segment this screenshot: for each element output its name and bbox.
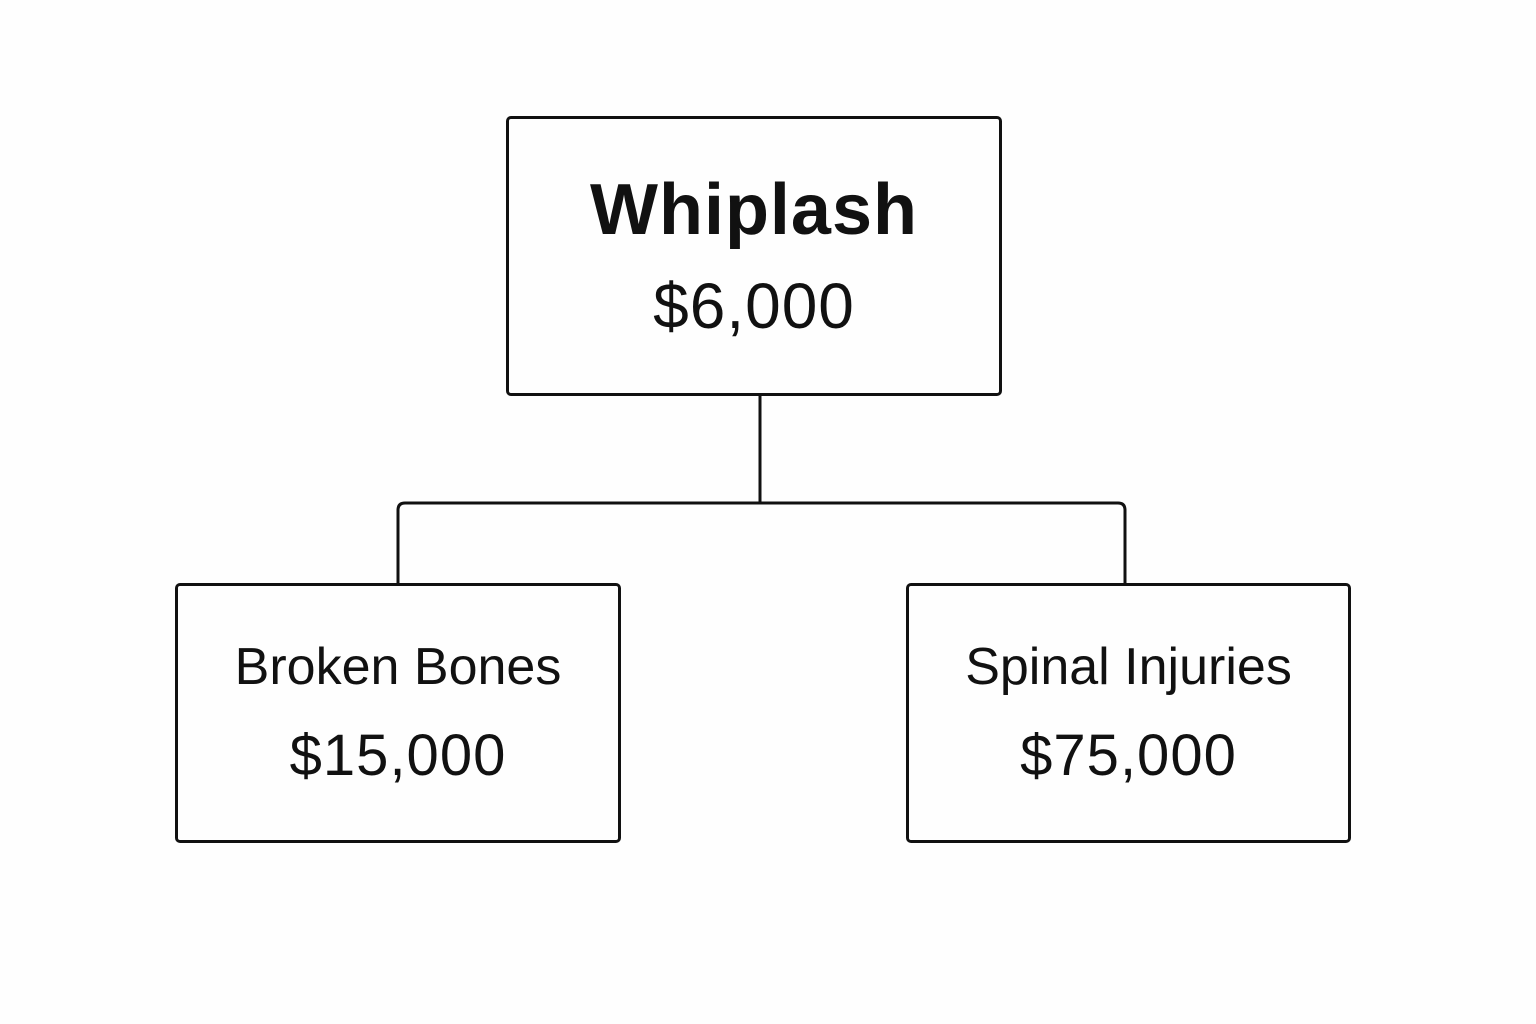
node-value: $15,000	[289, 723, 507, 788]
node-whiplash: Whiplash $6,000	[506, 116, 1002, 396]
node-label: Broken Bones	[234, 638, 562, 696]
root-to-children-connector	[396, 394, 1127, 585]
node-broken-bones: Broken Bones $15,000	[175, 583, 621, 843]
node-label: Spinal Injuries	[965, 638, 1292, 696]
node-value: $6,000	[653, 270, 855, 342]
node-spinal-injuries: Spinal Injuries $75,000	[906, 583, 1351, 843]
node-value: $75,000	[1020, 723, 1237, 788]
node-label: Whiplash	[590, 170, 918, 250]
